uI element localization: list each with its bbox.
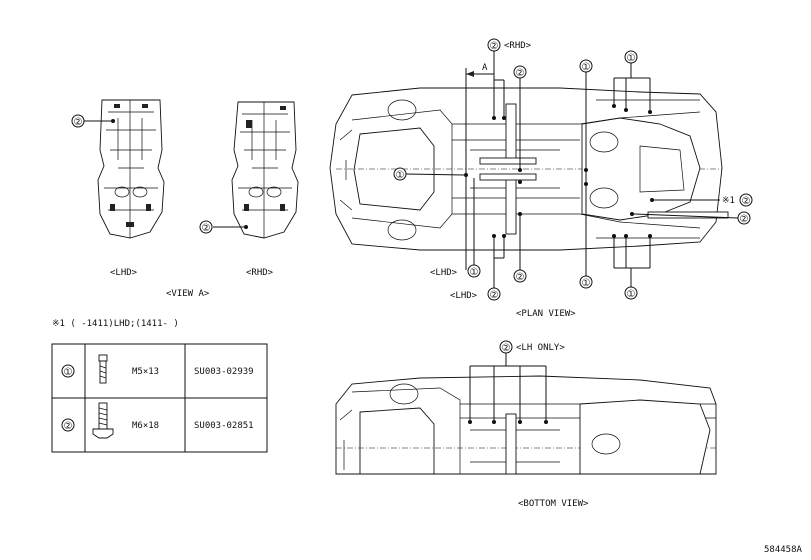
svg-text:①: ① bbox=[396, 170, 405, 181]
row-size: M5×13 bbox=[132, 367, 159, 377]
view-a-lhd-panel bbox=[97, 99, 165, 239]
row-part-number: SU003-02939 bbox=[194, 367, 254, 377]
marker-two-center: ② bbox=[513, 65, 527, 168]
svg-text:①: ① bbox=[582, 62, 591, 73]
marker-two-rhd-plan: ② bbox=[487, 38, 505, 116]
screw-m5-icon bbox=[98, 354, 108, 384]
bottom-view-label: <BOTTOM VIEW> bbox=[518, 499, 589, 509]
marker-two-right: ② bbox=[633, 211, 751, 225]
marker-two-lh-only: ② bbox=[469, 340, 547, 420]
parts-table: ① M5×13 SU003-02939 ② M6×18 SU003-02851 bbox=[51, 343, 268, 453]
row-size: M6×18 bbox=[132, 421, 159, 431]
plan-view-label: <PLAN VIEW> bbox=[516, 309, 576, 319]
section-line-a: A bbox=[465, 63, 494, 270]
row-marker: ② bbox=[64, 421, 73, 432]
marker-one-bottom-right: ① bbox=[613, 238, 651, 300]
row-part-number: SU003-02851 bbox=[194, 421, 254, 431]
marker-two-lhd: ② bbox=[487, 236, 505, 301]
svg-text:②: ② bbox=[516, 272, 525, 283]
marker-one-left: ① bbox=[393, 167, 465, 181]
lhd-two-label: <LHD> bbox=[450, 291, 478, 301]
svg-text:②: ② bbox=[490, 290, 499, 301]
marker-two-lhd-view: ② bbox=[71, 114, 111, 128]
lh-only-label: <LH ONLY> bbox=[516, 343, 565, 353]
section-a-label: A bbox=[482, 63, 488, 73]
marker-note-two: ※1 ② bbox=[654, 193, 753, 207]
row-marker: ① bbox=[64, 367, 73, 378]
svg-text:②: ② bbox=[74, 117, 83, 128]
table-row: ② M6×18 SU003-02851 bbox=[61, 402, 254, 439]
marker-two-rhd-view: ② bbox=[199, 220, 244, 234]
svg-text:②: ② bbox=[502, 343, 511, 354]
svg-text:①: ① bbox=[582, 278, 591, 289]
lhd-one-label: <LHD> bbox=[430, 268, 458, 278]
view-a-label: <VIEW A> bbox=[166, 289, 210, 299]
svg-text:②: ② bbox=[742, 196, 751, 207]
rhd-view-label: <RHD> bbox=[246, 268, 274, 278]
note-text: ※1 ( -1411)LHD;(1411- ) bbox=[52, 319, 179, 329]
marker-two-bottom-center: ② bbox=[513, 216, 527, 283]
marker-one-top-right: ① bbox=[613, 50, 651, 110]
plan-view-vehicle bbox=[329, 87, 729, 251]
marker-one-lhd: ① bbox=[467, 178, 481, 278]
screw-m6-flange-icon bbox=[92, 402, 114, 439]
lhd-view-label: <LHD> bbox=[110, 268, 138, 278]
svg-text:①: ① bbox=[470, 267, 479, 278]
figure-id: 584458A bbox=[764, 545, 803, 555]
note-mark: ※1 bbox=[722, 196, 735, 206]
bottom-view-vehicle bbox=[335, 375, 717, 475]
svg-text:②: ② bbox=[740, 214, 749, 225]
marker-one-center: ① bbox=[579, 59, 593, 276]
svg-text:②: ② bbox=[516, 68, 525, 79]
view-a-rhd-panel bbox=[231, 101, 299, 239]
svg-text:②: ② bbox=[490, 41, 499, 52]
svg-text:①: ① bbox=[627, 53, 636, 64]
svg-text:②: ② bbox=[202, 223, 211, 234]
table-row: ① M5×13 SU003-02939 bbox=[61, 354, 254, 384]
marker-one-bottom-mid: ① bbox=[579, 275, 593, 289]
rhd-plan-label: <RHD> bbox=[504, 41, 532, 51]
svg-text:①: ① bbox=[627, 289, 636, 300]
